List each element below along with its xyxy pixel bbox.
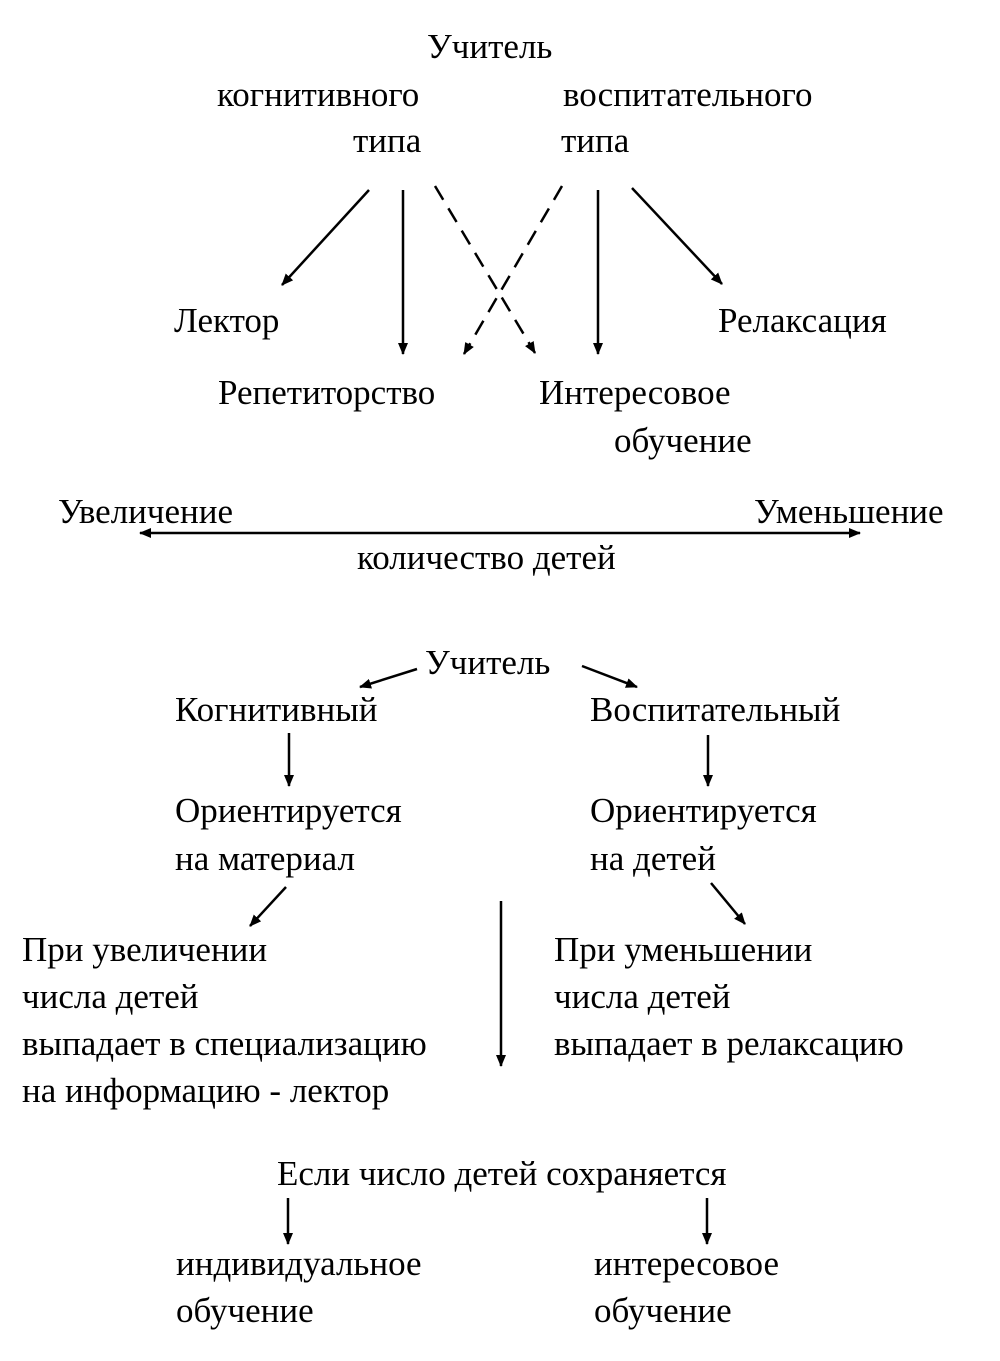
- increase-line1: При увеличении: [22, 930, 268, 969]
- decrease-line2: числа детей: [554, 977, 731, 1016]
- arrow-teacher-to-educational: [581, 664, 638, 689]
- educational-type-line2: типа: [561, 121, 630, 160]
- orient-material-line2: на материал: [175, 839, 355, 878]
- arrow-educational-to-tutoring-dashed: [462, 185, 564, 355]
- arrow-cognitive-to-lector: [281, 189, 370, 286]
- arrow-cognitive-to-interest-dashed: [433, 185, 537, 354]
- increase-line3: выпадает в специализацию: [22, 1024, 427, 1063]
- individual-learning-line2: обучение: [176, 1291, 314, 1330]
- orient-material-line1: Ориентируется: [175, 791, 402, 830]
- preserved-condition: Если число детей сохраняется: [277, 1154, 727, 1193]
- arrow-children-to-decrease: [710, 882, 746, 925]
- arrow-educational-to-relaxation: [631, 187, 723, 285]
- interest-learning-line2: обучение: [614, 421, 752, 460]
- axis-right-label: Уменьшение: [754, 492, 944, 531]
- interest-learning-bottom-line2: обучение: [594, 1291, 732, 1330]
- decrease-line3: выпадает в релаксацию: [554, 1024, 904, 1063]
- orient-children-line1: Ориентируется: [590, 791, 817, 830]
- decrease-line1: При уменьшении: [554, 930, 813, 969]
- arrow-teacher-to-cognitive: [359, 667, 418, 689]
- cognitive-type-line2: типа: [353, 121, 422, 160]
- increase-line4: на информацию - лектор: [22, 1071, 390, 1110]
- educational-node: Воспитательный: [590, 690, 841, 729]
- increase-line2: числа детей: [22, 977, 199, 1016]
- tutoring-node: Репетиторство: [218, 373, 436, 412]
- cognitive-node: Когнитивный: [175, 690, 378, 729]
- arrow-material-to-increase: [249, 886, 287, 927]
- interest-learning-line1: Интересовое: [539, 373, 731, 412]
- individual-learning-line1: индивидуальное: [176, 1244, 422, 1283]
- cognitive-type-line1: когнитивного: [217, 75, 420, 114]
- teacher-title: Учитель: [427, 27, 553, 66]
- lector-node: Лектор: [174, 301, 280, 340]
- axis-caption: количество детей: [357, 538, 616, 577]
- educational-type-line1: воспитательного: [563, 75, 813, 114]
- relaxation-node: Релаксация: [718, 301, 887, 340]
- orient-children-line2: на детей: [590, 839, 716, 878]
- teacher-root: Учитель: [425, 643, 551, 682]
- axis-left-label: Увеличение: [58, 492, 234, 531]
- interest-learning-bottom-line1: интересовое: [594, 1244, 779, 1283]
